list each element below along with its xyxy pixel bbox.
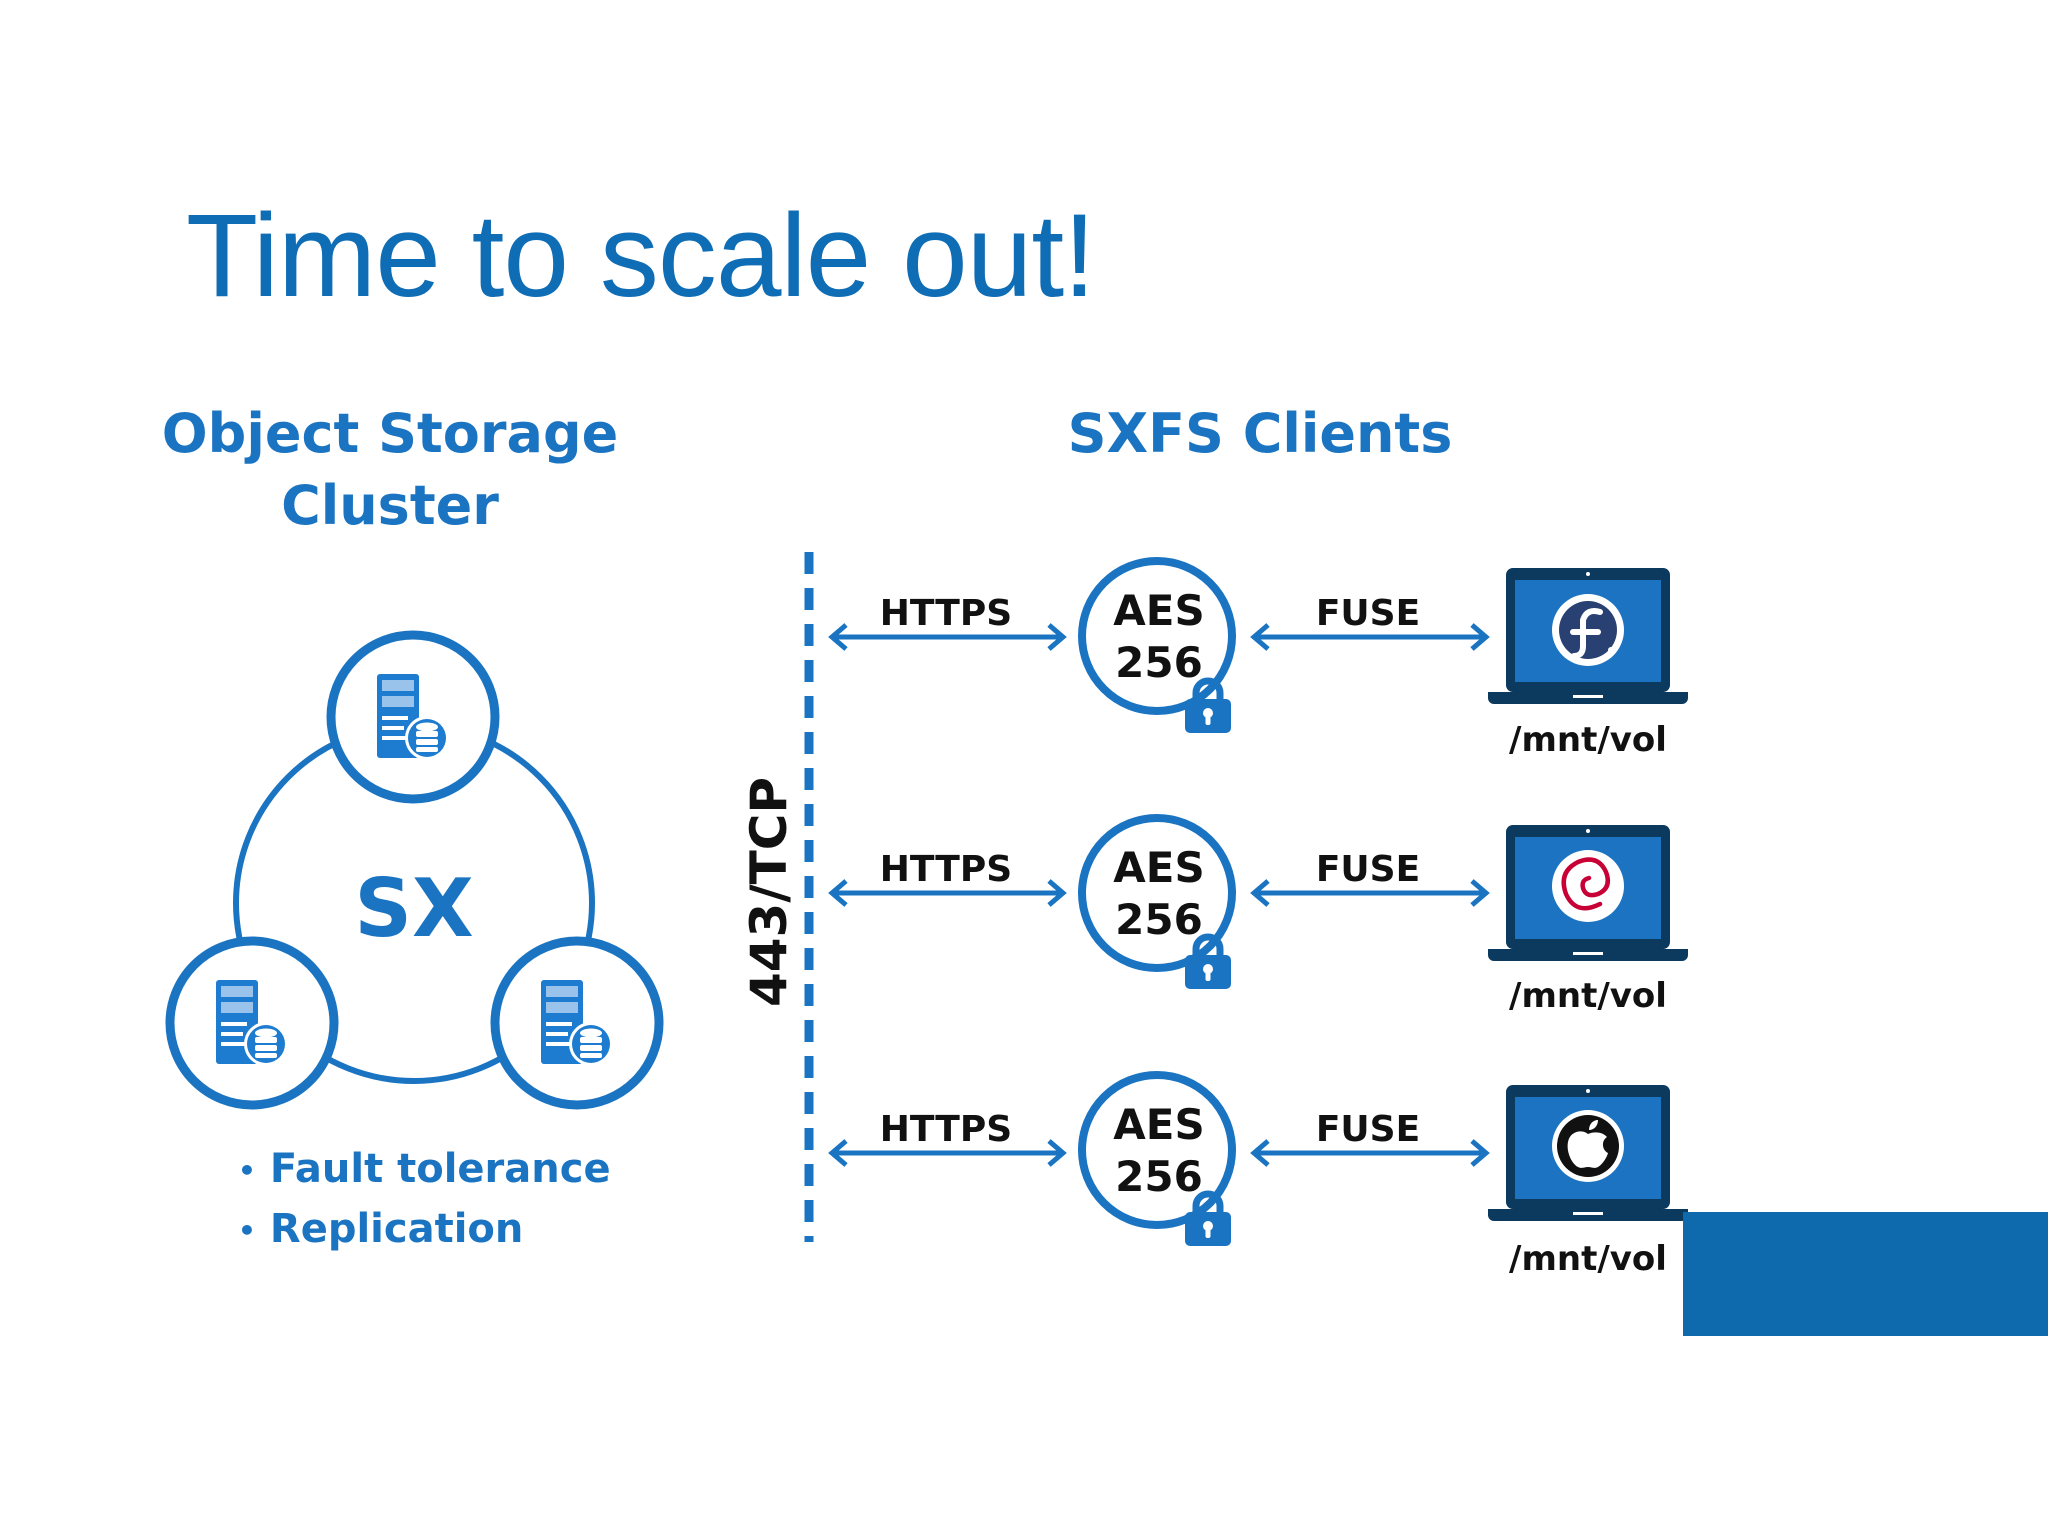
cluster-node-left [165, 936, 339, 1110]
corner-accent-block [1683, 1212, 2048, 1336]
bridge-label: FUSE [1316, 593, 1420, 634]
cipher-label-line1: AES [1113, 1100, 1204, 1149]
encryption-node [1078, 557, 1236, 715]
client-row-3: HTTPS AES 256 FUSE /mnt/vol [828, 1071, 1688, 1279]
protocol-label: HTTPS [880, 849, 1012, 890]
cluster-diagram: SX [165, 630, 664, 1110]
mount-path: /mnt/vol [1509, 976, 1667, 1016]
feature-list: •Fault tolerance •Replication [238, 1140, 611, 1260]
cluster-heading-line1: Object Storage [161, 402, 619, 465]
mount-path: /mnt/vol [1509, 720, 1667, 760]
protocol-label: HTTPS [880, 1109, 1012, 1150]
cluster-node-top [326, 630, 500, 804]
slide-title: Time to scale out! [186, 190, 1096, 322]
client-row-2: HTTPS AES 256 FUSE /mnt/vol [828, 814, 1688, 1016]
cipher-label-line1: AES [1113, 586, 1204, 635]
fedora-logo-icon [1552, 594, 1624, 666]
feature-item: •Replication [238, 1206, 524, 1252]
port-label: 443/TCP [740, 777, 798, 1007]
cluster-label: SX [354, 862, 473, 955]
encryption-node [1078, 1071, 1236, 1229]
cipher-label-line2: 256 [1115, 895, 1203, 944]
bridge-label: FUSE [1316, 1109, 1420, 1150]
debian-logo-icon [1552, 850, 1624, 922]
cluster-heading: Object Storage Cluster [130, 398, 650, 542]
clients-heading: SXFS Clients [1067, 402, 1453, 465]
client-row-1: HTTPS AES 256 FUSE /mnt/vol [828, 557, 1688, 760]
cipher-label-line2: 256 [1115, 1152, 1203, 1201]
bridge-label: FUSE [1316, 849, 1420, 890]
cipher-label-line1: AES [1113, 843, 1204, 892]
encryption-node [1078, 814, 1236, 972]
cluster-node-right [490, 936, 664, 1110]
cluster-heading-line2: Cluster [281, 474, 499, 537]
mount-path: /mnt/vol [1509, 1239, 1667, 1279]
feature-item: •Fault tolerance [238, 1146, 611, 1192]
protocol-label: HTTPS [880, 593, 1012, 634]
cipher-label-line2: 256 [1115, 638, 1203, 687]
apple-logo-icon [1552, 1110, 1624, 1182]
